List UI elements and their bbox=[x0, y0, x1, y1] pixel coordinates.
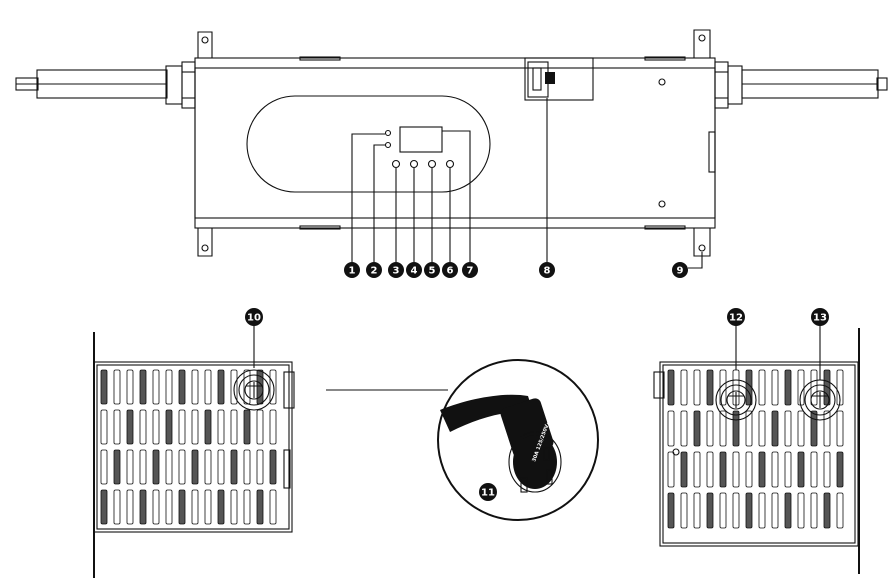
right-cable bbox=[741, 69, 888, 99]
cable-gland-13 bbox=[799, 379, 841, 421]
callout-label: 8 bbox=[544, 266, 551, 277]
callout-2: 2 bbox=[366, 262, 382, 278]
display-window bbox=[246, 95, 491, 193]
callout-label: 10 bbox=[247, 313, 261, 324]
cable-gland-12 bbox=[715, 379, 757, 421]
left-cable-gland bbox=[165, 61, 196, 109]
callout-3: 3 bbox=[388, 262, 404, 278]
callout-1: 1 bbox=[344, 262, 360, 278]
leader-lines bbox=[253, 98, 821, 380]
right-vent-slots bbox=[667, 369, 844, 529]
panel-button-5[interactable] bbox=[427, 159, 437, 169]
panel-button-6[interactable] bbox=[445, 159, 455, 169]
callout-6: 6 bbox=[442, 262, 458, 278]
lcd-display bbox=[399, 126, 443, 153]
top-view bbox=[15, 29, 888, 380]
callout-label: 4 bbox=[411, 266, 418, 277]
plug-detail: 30A 125/250V~ bbox=[437, 359, 599, 521]
left-cable bbox=[15, 69, 168, 99]
indicator-led-1 bbox=[384, 129, 392, 137]
callout-7: 7 bbox=[462, 262, 478, 278]
indicator-led-2 bbox=[384, 141, 392, 149]
callout-5: 5 bbox=[424, 262, 440, 278]
charger-housing bbox=[194, 56, 716, 230]
callout-label: 3 bbox=[393, 266, 400, 277]
callout-label: 5 bbox=[429, 266, 436, 277]
left-vent-slots bbox=[100, 369, 277, 525]
callout-label: 12 bbox=[729, 313, 743, 324]
right-cable-gland bbox=[714, 61, 743, 109]
callout-8: 8 bbox=[539, 262, 555, 278]
left-end-view bbox=[93, 332, 295, 578]
callout-4: 4 bbox=[406, 262, 422, 278]
callout-12: 12 bbox=[727, 308, 745, 326]
mounting-feet bbox=[197, 29, 711, 257]
callout-11: 11 bbox=[479, 483, 497, 501]
right-end-view bbox=[653, 328, 860, 574]
circuit-breaker[interactable] bbox=[524, 57, 594, 101]
control-panel bbox=[384, 126, 455, 169]
panel-button-4[interactable] bbox=[409, 159, 419, 169]
callout-label: 6 bbox=[447, 266, 454, 277]
cable-gland-10 bbox=[233, 369, 275, 411]
callout-10: 10 bbox=[245, 308, 263, 326]
callout-label: 11 bbox=[481, 488, 495, 499]
callout-label: 7 bbox=[467, 266, 474, 277]
panel-button-3[interactable] bbox=[391, 159, 401, 169]
callout-9: 9 bbox=[672, 262, 688, 278]
callout-label: 9 bbox=[677, 266, 684, 277]
callout-13: 13 bbox=[811, 308, 829, 326]
callout-label: 2 bbox=[371, 266, 378, 277]
callout-label: 1 bbox=[349, 266, 356, 277]
callout-label: 13 bbox=[813, 313, 827, 324]
